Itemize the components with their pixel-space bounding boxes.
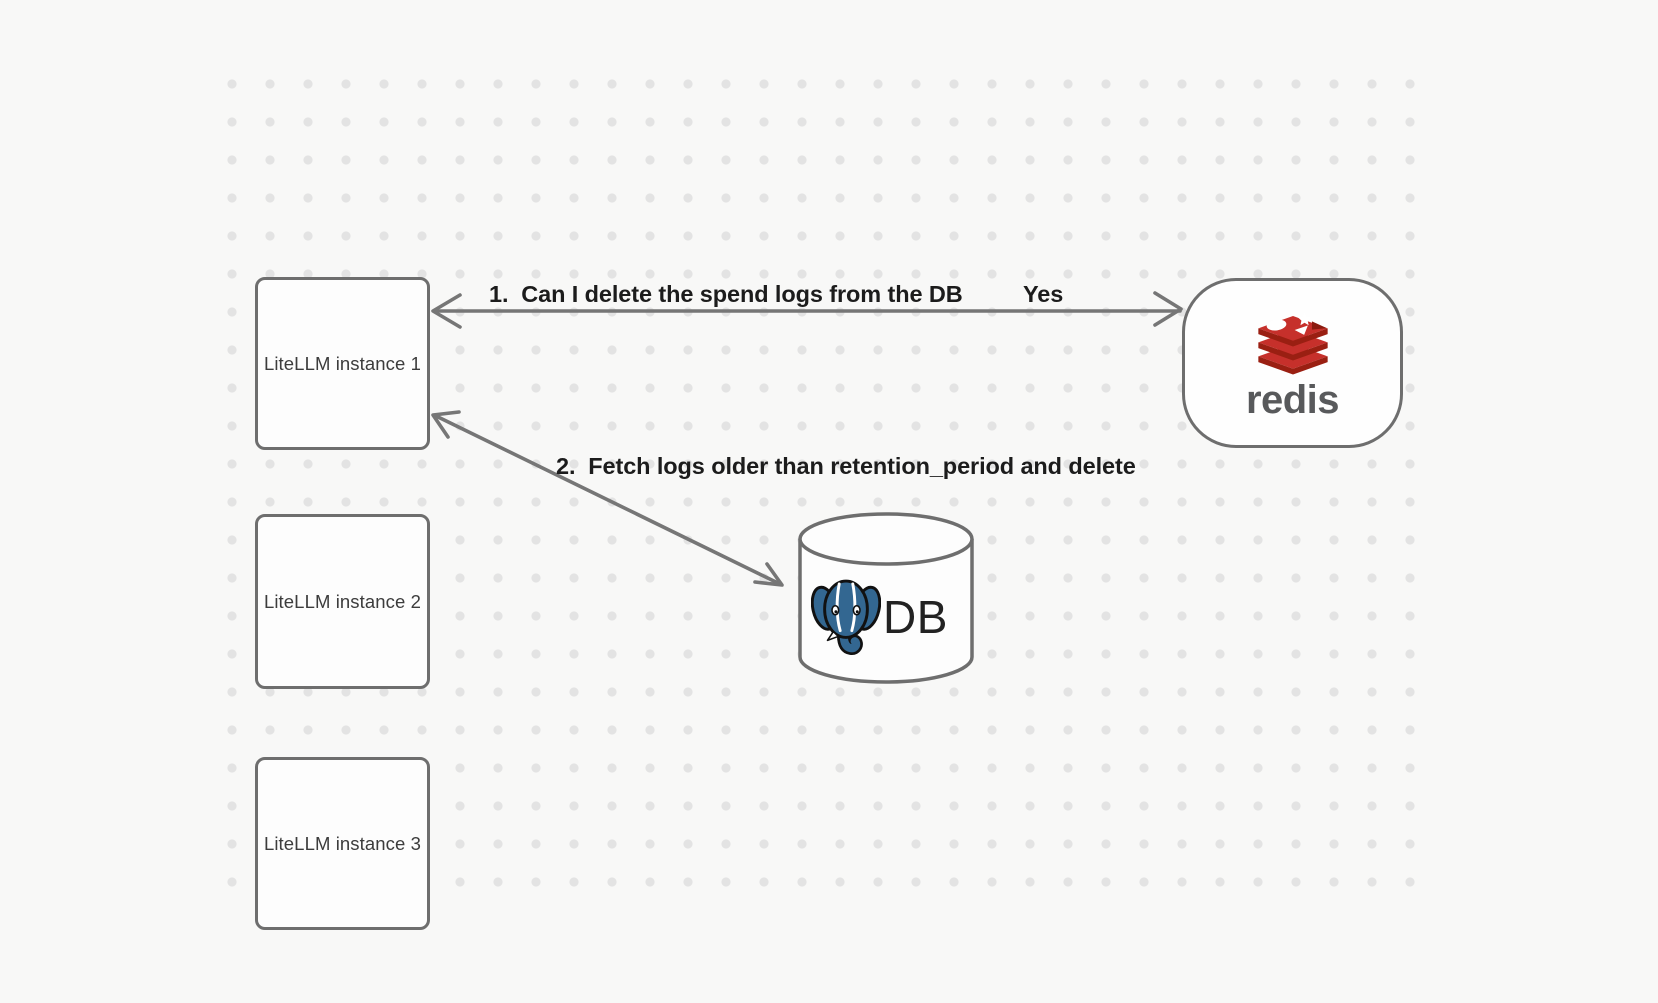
redis-wordmark: redis	[1245, 377, 1340, 422]
node-litellm-instance-2[interactable]: LiteLLM instance 2	[255, 514, 430, 689]
edge-1-label[interactable]: 1. Can I delete the spend logs from the …	[489, 281, 963, 307]
node-litellm-instance-3[interactable]: LiteLLM instance 3	[255, 757, 430, 930]
node-label: LiteLLM instance 2	[263, 590, 422, 612]
postgresql-elephant-icon	[811, 579, 881, 655]
arrow-litellm-redis[interactable]	[431, 291, 1183, 329]
node-redis[interactable]: redis	[1182, 278, 1403, 448]
edge-2-label[interactable]: 2. Fetch logs older than retention_perio…	[556, 453, 1136, 479]
redis-stack-icon	[1257, 312, 1328, 375]
node-label: LiteLLM instance 3	[263, 832, 422, 854]
node-database-cylinder[interactable]: DB	[797, 512, 975, 684]
arrow-litellm-db[interactable]	[431, 410, 784, 587]
node-litellm-instance-1[interactable]: LiteLLM instance 1	[255, 277, 430, 450]
node-label: LiteLLM instance 1	[263, 352, 422, 374]
edge-1-reply[interactable]: Yes	[1023, 281, 1064, 307]
db-label: DB	[883, 591, 948, 643]
